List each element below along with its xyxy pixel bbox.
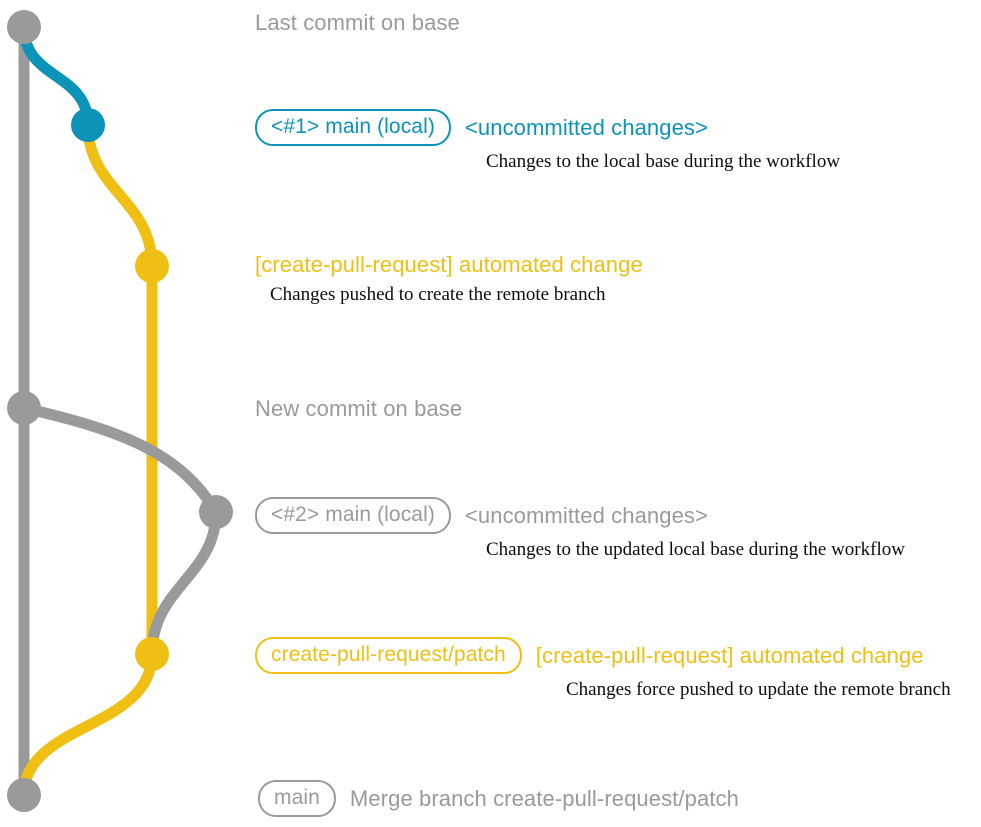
commit-subject: <uncommitted changes> bbox=[464, 114, 708, 140]
commit-row-local-change-2: <#2> main (local) <uncommitted changes> … bbox=[0, 497, 981, 561]
branch-ref-pill-create-pull-request-patch[interactable]: create-pull-request/patch bbox=[255, 637, 522, 674]
commit-subject: New commit on base bbox=[255, 396, 463, 421]
branch-line-local-2 bbox=[18, 402, 222, 518]
commit-subject: [create-pull-request] automated change bbox=[255, 252, 643, 277]
commit-node-patch-1[interactable] bbox=[135, 249, 169, 283]
commit-node-local-1[interactable] bbox=[71, 108, 105, 142]
branch-line-local-2-to-patch bbox=[146, 506, 222, 660]
commit-node-merge[interactable] bbox=[7, 778, 41, 812]
branch-ref-pill-main[interactable]: main bbox=[258, 780, 336, 817]
commit-row-last-commit-on-base: Last commit on base bbox=[0, 10, 981, 36]
commit-node-base-new[interactable] bbox=[7, 391, 41, 425]
commit-subject: Last commit on base bbox=[255, 10, 460, 35]
commit-node-local-2[interactable] bbox=[199, 495, 233, 529]
commit-node-patch-2[interactable] bbox=[135, 637, 169, 671]
commit-row-local-change-1: <#1> main (local) <uncommitted changes> … bbox=[0, 109, 981, 173]
commit-row-merge-commit: main Merge branch create-pull-request/pa… bbox=[0, 780, 981, 817]
commit-description: Changes to the updated local base during… bbox=[486, 539, 905, 560]
branch-ref-pill-main-local-2[interactable]: <#2> main (local) bbox=[255, 497, 451, 534]
commit-description: Changes pushed to create the remote bran… bbox=[270, 284, 606, 305]
branch-line-patch-upper bbox=[82, 119, 158, 272]
commit-node-base-head[interactable] bbox=[7, 10, 41, 44]
commit-description: Changes force pushed to update the remot… bbox=[566, 679, 951, 700]
branch-line-merge bbox=[18, 648, 158, 801]
branch-ref-pill-main-local-1[interactable]: <#1> main (local) bbox=[255, 109, 451, 146]
commit-row-new-commit-on-base: New commit on base bbox=[0, 396, 981, 422]
commit-subject: [create-pull-request] automated change bbox=[535, 642, 924, 668]
commit-row-automated-change-2: create-pull-request/patch [create-pull-r… bbox=[0, 637, 981, 701]
commit-row-automated-change-1: [create-pull-request] automated change C… bbox=[0, 252, 981, 306]
commit-subject: <uncommitted changes> bbox=[464, 502, 708, 528]
commit-description: Changes to the local base during the wor… bbox=[486, 151, 841, 172]
commit-subject: Merge branch create-pull-request/patch bbox=[349, 785, 739, 811]
